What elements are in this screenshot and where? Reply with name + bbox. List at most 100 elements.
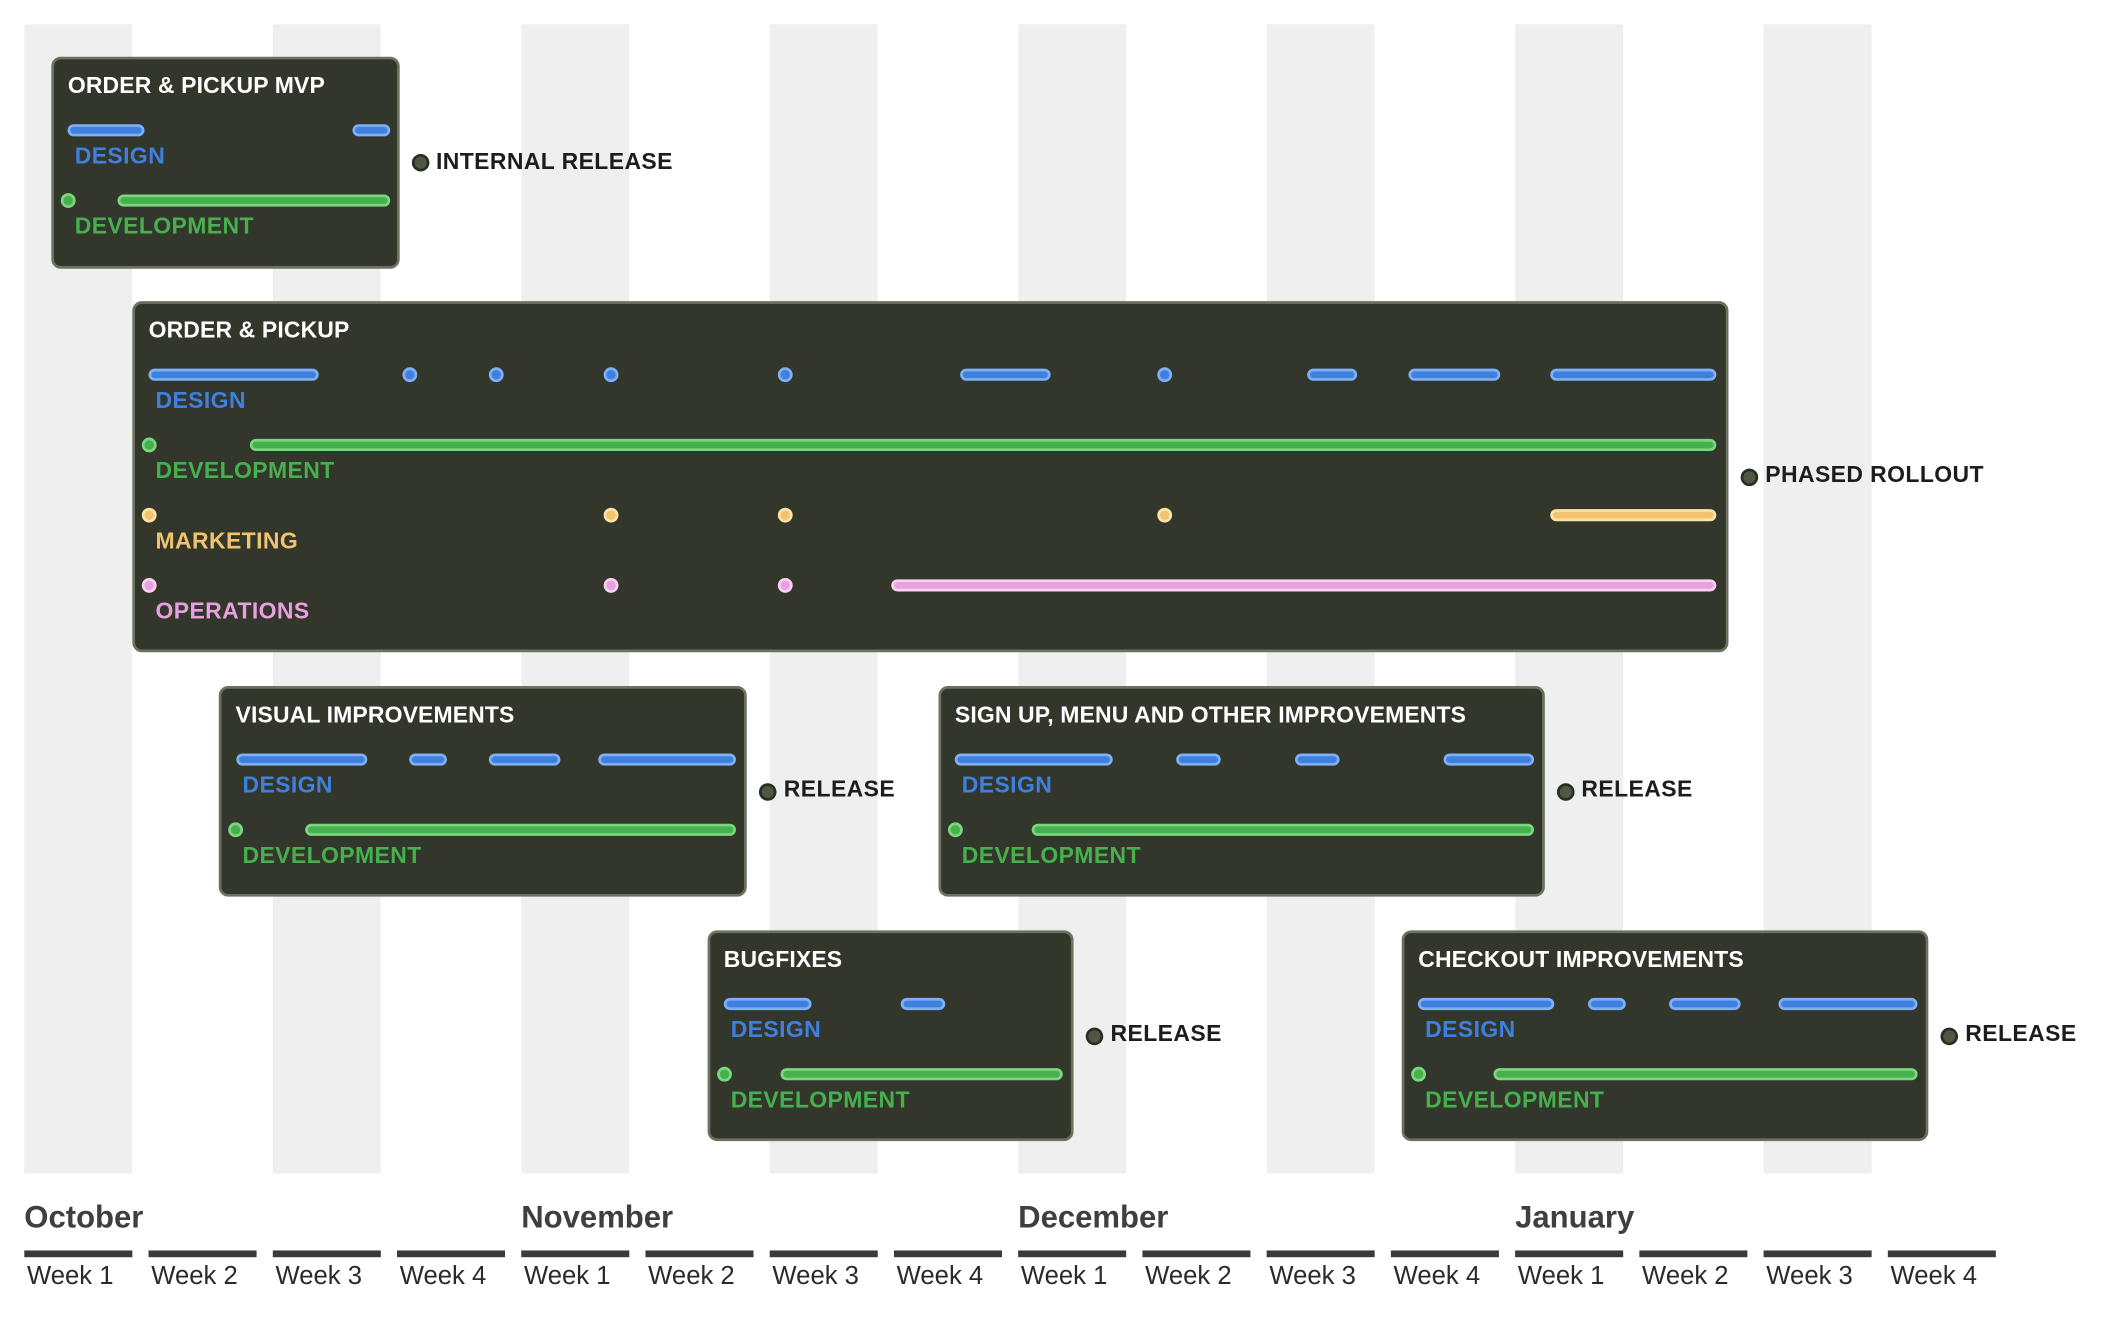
development-bar — [249, 438, 1717, 452]
project-card: ORDER & PICKUP DESIGN DEVELOPMENT MARKETING… — [132, 301, 1729, 653]
operations-milestone-dot — [603, 577, 619, 593]
release-label: PHASED ROLLOUT — [1765, 461, 1984, 488]
release-marker-dot — [1940, 1026, 1959, 1045]
marketing-bar — [1550, 509, 1717, 522]
week-label: Week 2 — [1145, 1262, 1232, 1291]
operations-milestone-dot — [777, 577, 793, 593]
release-marker-dot — [759, 782, 778, 801]
design-bar — [1418, 997, 1554, 1011]
design-bar — [955, 753, 1113, 766]
month-label: October — [24, 1199, 144, 1235]
design-bar — [1587, 997, 1626, 1011]
week-divider — [1266, 1250, 1375, 1258]
week-divider — [769, 1250, 878, 1258]
release-label: RELEASE — [1965, 1020, 2077, 1047]
week-label: Week 1 — [27, 1262, 114, 1291]
design-milestone-dot — [603, 367, 619, 383]
design-bar — [148, 368, 319, 381]
month-label: November — [521, 1199, 674, 1235]
development-milestone-dot — [228, 822, 244, 838]
week-label: Week 2 — [648, 1262, 735, 1291]
design-bar — [959, 368, 1051, 381]
development-milestone-dot — [141, 437, 157, 453]
week-divider — [397, 1250, 506, 1258]
development-label: DEVELOPMENT — [1425, 1087, 1605, 1113]
week-label: Week 4 — [896, 1262, 984, 1291]
design-bar — [1443, 753, 1534, 766]
week-label: Week 1 — [1517, 1262, 1605, 1291]
operations-label: OPERATIONS — [155, 598, 310, 624]
week-divider — [1390, 1250, 1499, 1258]
release-label: RELEASE — [1110, 1020, 1222, 1047]
design-bar — [409, 753, 447, 766]
development-milestone-dot — [1410, 1066, 1426, 1082]
project-card: SIGN UP, MENU AND OTHER IMPROVEMENTS DESI… — [938, 685, 1545, 897]
week-label: Week 3 — [1269, 1262, 1356, 1291]
design-milestone-dot — [777, 367, 793, 383]
week-label: Week 2 — [1642, 1262, 1729, 1291]
marketing-milestone-dot — [141, 507, 157, 523]
release-marker-dot — [1086, 1026, 1104, 1045]
design-bar — [598, 753, 737, 766]
week-divider — [272, 1250, 381, 1258]
design-bar — [1669, 997, 1741, 1011]
week-label: Week 4 — [399, 1262, 487, 1291]
week-label: Week 2 — [151, 1262, 238, 1291]
project-title: VISUAL IMPROVEMENTS — [235, 702, 515, 728]
design-label: DESIGN — [74, 143, 166, 169]
project-title: ORDER & PICKUP — [148, 317, 350, 343]
week-label: Week 1 — [1020, 1262, 1108, 1291]
project-title: CHECKOUT IMPROVEMENTS — [1418, 946, 1744, 973]
development-bar — [1032, 823, 1534, 836]
project-title: BUGFIXES — [723, 946, 843, 973]
design-label: DESIGN — [155, 387, 246, 414]
week-divider — [1515, 1250, 1624, 1258]
development-label: DEVELOPMENT — [961, 842, 1141, 869]
week-label: Week 3 — [275, 1262, 363, 1291]
release-label: RELEASE — [783, 776, 896, 803]
week-label: Week 4 — [1393, 1262, 1481, 1291]
week-divider — [645, 1250, 754, 1258]
week-divider — [24, 1250, 133, 1258]
operations-bar — [891, 579, 1717, 592]
week-label: Week 3 — [1766, 1262, 1853, 1291]
week-divider — [148, 1250, 257, 1258]
week-divider — [1142, 1250, 1251, 1258]
marketing-label: MARKETING — [155, 527, 299, 554]
marketing-milestone-dot — [1157, 507, 1173, 523]
week-divider — [1639, 1250, 1748, 1258]
week-divider — [1887, 1250, 1996, 1258]
week-label: Week 3 — [772, 1262, 859, 1291]
development-label: DEVELOPMENT — [242, 842, 422, 869]
design-bar — [900, 997, 946, 1011]
release-marker-dot — [1557, 782, 1575, 801]
design-bar — [1295, 753, 1341, 766]
design-label: DESIGN — [730, 1016, 822, 1043]
development-bar — [305, 823, 737, 836]
operations-milestone-dot — [141, 577, 157, 593]
design-milestone-dot — [1157, 367, 1173, 383]
development-bar — [1492, 1068, 1918, 1081]
development-label: DEVELOPMENT — [730, 1087, 910, 1113]
project-card: BUGFIXES DESIGN DEVELOPMENT — [707, 930, 1075, 1142]
development-label: DEVELOPMENT — [155, 457, 335, 484]
marketing-milestone-dot — [777, 507, 793, 523]
design-bar — [1306, 368, 1358, 381]
week-divider — [521, 1250, 630, 1258]
week-divider — [1763, 1250, 1872, 1258]
design-bar — [1408, 368, 1501, 381]
design-label: DESIGN — [242, 772, 333, 799]
design-bar — [352, 124, 390, 137]
design-milestone-dot — [402, 367, 418, 383]
release-marker-dot — [1740, 467, 1759, 486]
design-bar — [1176, 753, 1221, 766]
week-label: Week 1 — [523, 1262, 611, 1291]
project-title: SIGN UP, MENU AND OTHER IMPROVEMENTS — [954, 702, 1467, 728]
development-milestone-dot — [716, 1066, 732, 1082]
design-bar — [723, 997, 811, 1011]
design-label: DESIGN — [961, 772, 1053, 799]
marketing-milestone-dot — [603, 507, 619, 523]
month-label: December — [1018, 1199, 1169, 1235]
